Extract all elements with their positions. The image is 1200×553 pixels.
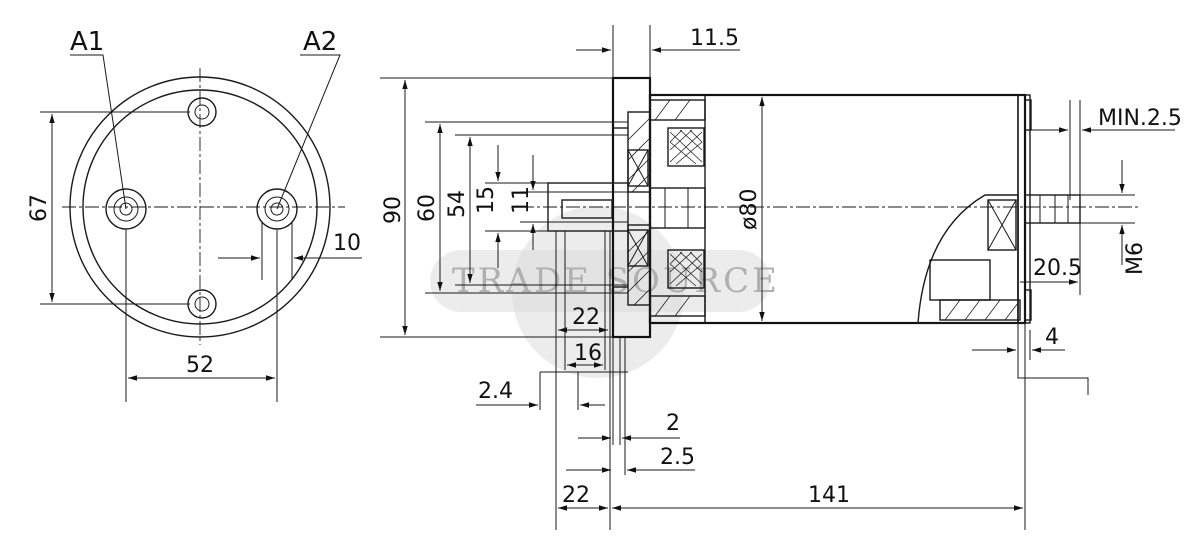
terminal-a1 <box>105 188 147 230</box>
dim-16: 16 <box>574 341 602 366</box>
commutator <box>649 99 706 317</box>
mounting-hole-bottom <box>187 289 217 319</box>
terminal-a2 <box>256 188 298 230</box>
dim-141: 141 <box>808 483 850 508</box>
label-a2: A2 <box>303 27 337 57</box>
dim-52: 52 <box>186 353 214 378</box>
shaft <box>547 182 706 232</box>
dim-90: 90 <box>381 196 406 224</box>
label-a1: A1 <box>70 27 104 57</box>
dim-80: ø80 <box>737 189 762 230</box>
dim-4: 4 <box>1045 325 1059 350</box>
dim-2-4: 2.4 <box>478 379 513 404</box>
side-view: 11.5 90 60 54 15 11 ø80 <box>380 25 1182 530</box>
dim-54: 54 <box>445 190 470 218</box>
dim-20-5: 20.5 <box>1033 256 1082 281</box>
dim-m6: M6 <box>1123 242 1148 275</box>
dim-22-bottom: 22 <box>562 483 590 508</box>
mounting-hole-top <box>187 97 217 127</box>
dim-2: 2 <box>666 411 680 436</box>
dim-15: 15 <box>474 186 499 214</box>
front-view: A1 A2 67 52 10 <box>27 27 362 402</box>
dim-2-5: 2.5 <box>660 445 695 470</box>
dim-60: 60 <box>415 194 440 222</box>
watermark-text: TRADE SOURCE <box>452 261 780 301</box>
bearing-housing <box>627 111 651 306</box>
dim-11-5: 11.5 <box>690 26 739 51</box>
dim-10: 10 <box>333 231 361 256</box>
dim-11: 11 <box>509 186 534 214</box>
dim-22-top: 22 <box>572 305 600 330</box>
dim-min-2-5: MIN.2.5 <box>1098 106 1182 131</box>
dim-67: 67 <box>27 194 52 222</box>
